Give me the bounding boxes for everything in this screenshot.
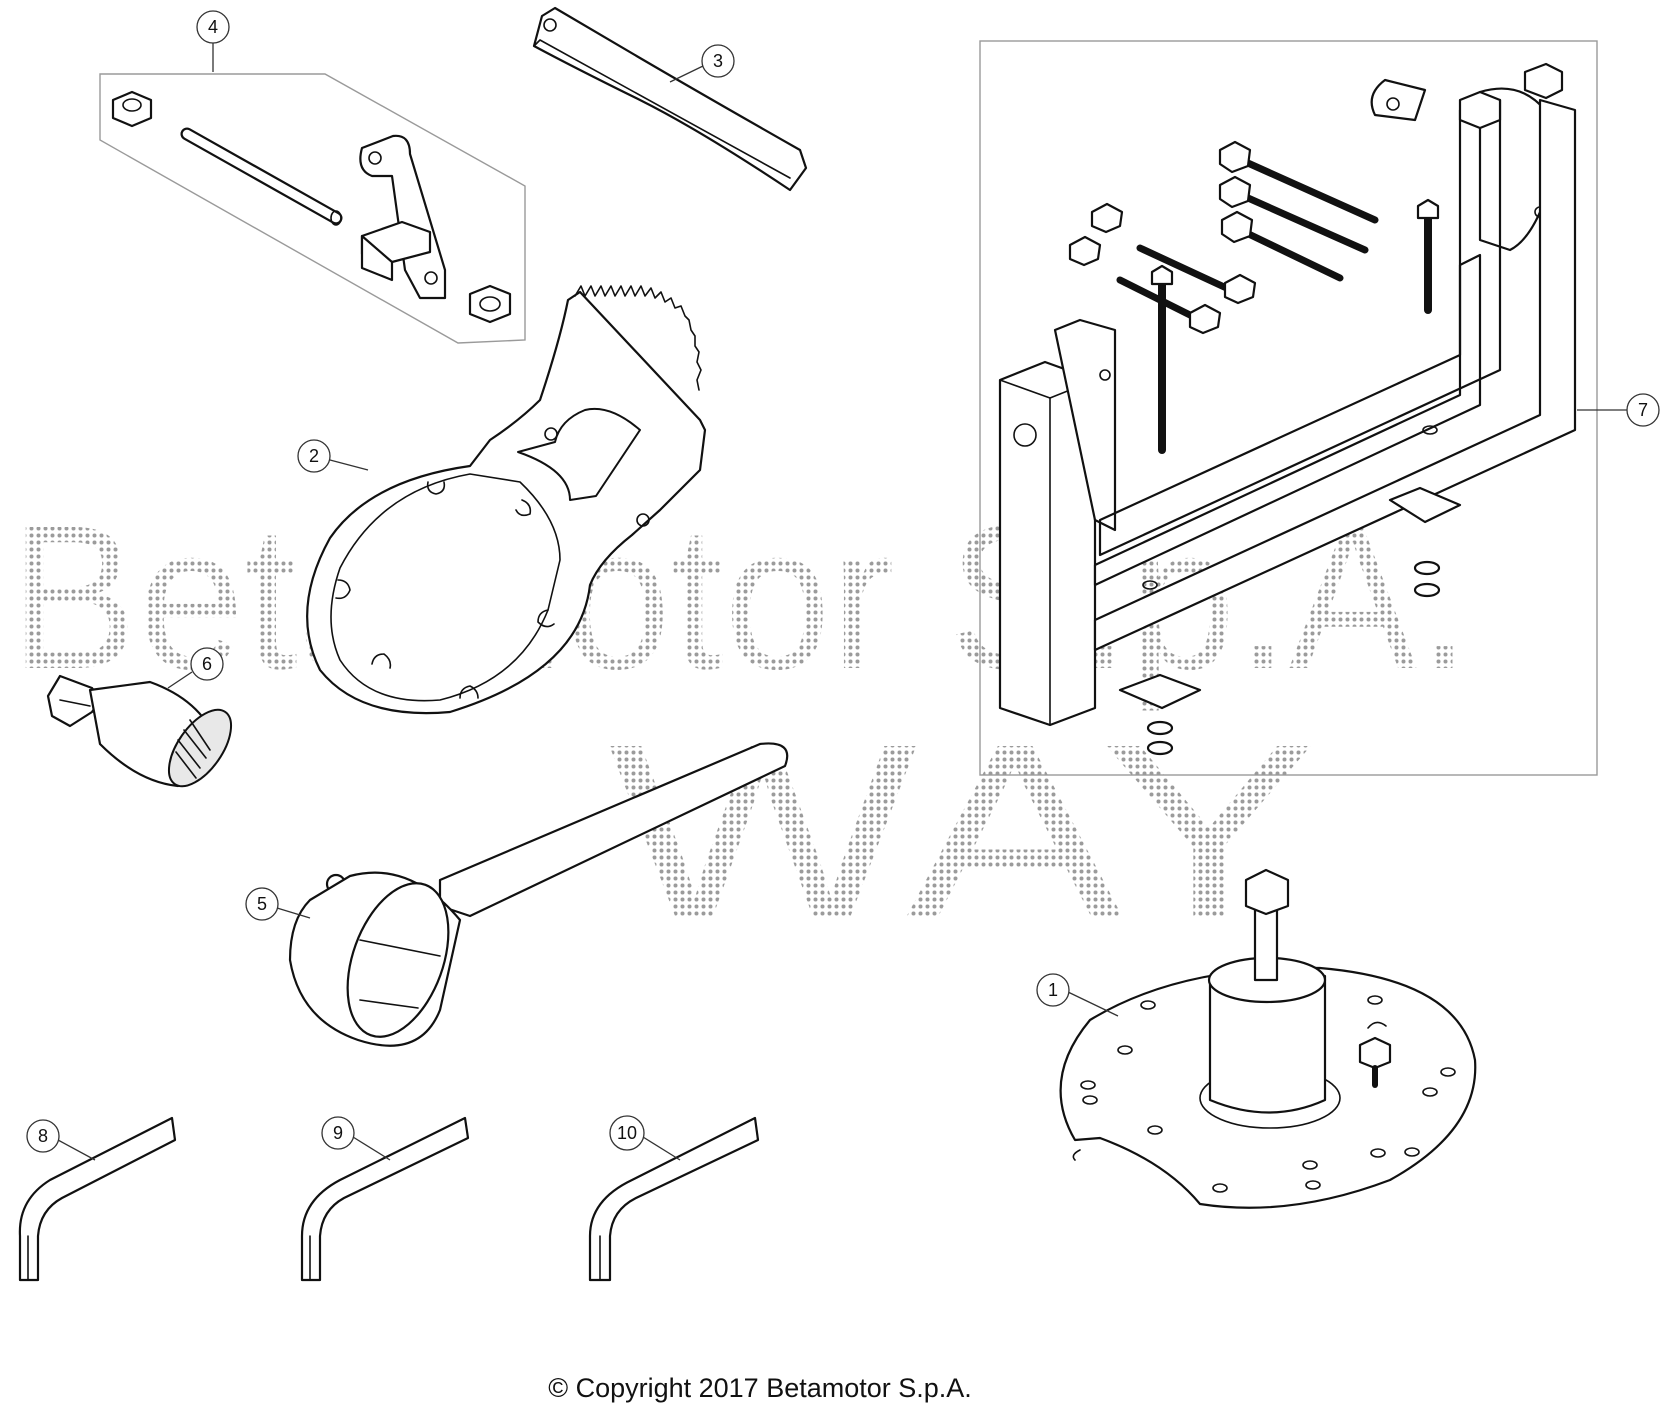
callout-3-label: 3 <box>713 51 723 71</box>
callout-9-label: 9 <box>333 1123 343 1143</box>
callout-5: 5 <box>245 887 311 921</box>
part-7-u-frame <box>998 90 1577 727</box>
part-4-nut-bottom <box>468 284 512 324</box>
part-4-rod <box>180 127 343 226</box>
part-4-bracket <box>359 134 447 300</box>
callout-3: 3 <box>669 44 735 83</box>
callout-8: 8 <box>26 1119 96 1161</box>
callout-1: 1 <box>1036 973 1119 1017</box>
part-7-mount-plate <box>1370 62 1566 252</box>
part-1-base-plate <box>1059 868 1477 1209</box>
callout-8-label: 8 <box>38 1126 48 1146</box>
part-5-ring-wrench <box>288 742 789 1047</box>
part-7-hardware <box>1068 140 1462 756</box>
callout-7-label: 7 <box>1638 400 1648 420</box>
callout-4-label: 4 <box>208 17 218 37</box>
callout-7: 7 <box>1577 393 1660 427</box>
watermark-line1: Betamotor S.p.A. <box>10 483 1470 712</box>
part-10-hex-key <box>588 1116 760 1282</box>
part-2-gear-wrench <box>306 285 707 715</box>
callout-10: 10 <box>609 1115 681 1161</box>
part-6-pin-socket <box>46 674 233 788</box>
callout-9: 9 <box>321 1116 391 1161</box>
part-7-engine-stand <box>979 40 1598 776</box>
callout-6-label: 6 <box>202 654 212 674</box>
copyright-notice: © Copyright 2017 Betamotor S.p.A. <box>548 1373 972 1403</box>
part-8-hex-key <box>18 1116 177 1282</box>
callout-10-label: 10 <box>617 1123 637 1143</box>
callout-6: 6 <box>167 647 224 689</box>
part-3-flat-bar <box>532 6 808 192</box>
part-4-nut-top <box>111 90 153 128</box>
callout-2: 2 <box>297 439 369 473</box>
callout-1-label: 1 <box>1048 980 1058 1000</box>
watermark-line2: WAY <box>608 692 1318 971</box>
callout-5-label: 5 <box>257 894 267 914</box>
part-4-bracket-kit <box>99 73 526 344</box>
part-9-hex-key <box>300 1116 470 1282</box>
callout-4: 4 <box>196 10 230 72</box>
callout-2-label: 2 <box>309 446 319 466</box>
